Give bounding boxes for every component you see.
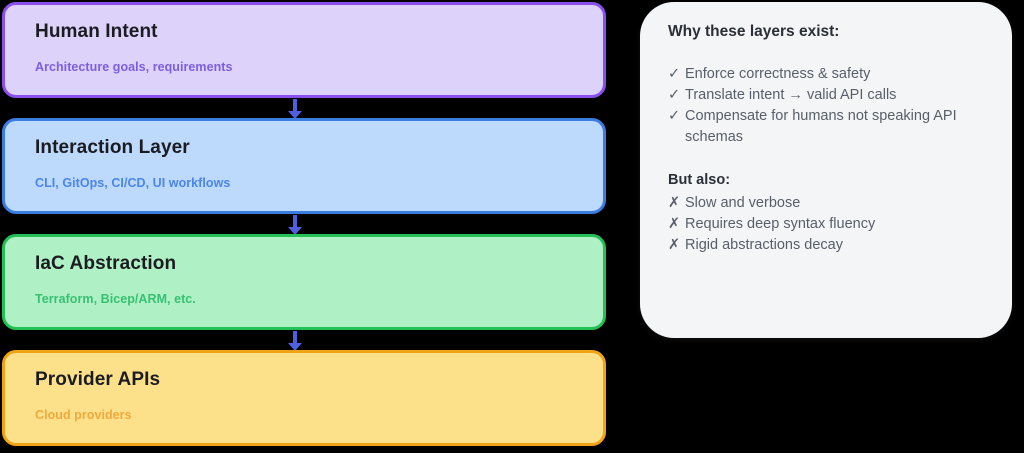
layer-card-interaction-layer[interactable]: Interaction Layer CLI, GitOps, CI/CD, UI… xyxy=(2,118,606,214)
layer-card-iac-abstraction[interactable]: IaC Abstraction Terraform, Bicep/ARM, et… xyxy=(2,234,606,330)
cross-icon: ✗ xyxy=(668,237,681,253)
layer-card-human-intent[interactable]: Human Intent Architecture goals, require… xyxy=(2,2,606,98)
list-item: ✓ Compensate for humans not speaking API… xyxy=(668,106,986,148)
layer-subtitle: CLI, GitOps, CI/CD, UI workflows xyxy=(35,176,231,190)
list-item-label: Compensate for humans not speaking API s… xyxy=(685,108,957,145)
list-item: ✗ Requires deep syntax fluency xyxy=(668,214,986,235)
connector-arrow-1 xyxy=(284,99,306,119)
layer-title: Provider APIs xyxy=(35,369,161,390)
layer-stack: Human Intent Architecture goals, require… xyxy=(2,0,610,453)
layer-card-provider-apis[interactable]: Provider APIs Cloud providers xyxy=(2,350,606,446)
check-icon: ✓ xyxy=(668,108,681,124)
list-item: ✗ Rigid abstractions decay xyxy=(668,235,986,256)
list-item-label: Rigid abstractions decay xyxy=(685,237,843,253)
arrow-down-icon xyxy=(288,331,302,351)
arrow-down-icon xyxy=(288,99,302,119)
layer-subtitle: Architecture goals, requirements xyxy=(35,60,233,74)
list-item-label: Enforce correctness & safety xyxy=(685,66,871,82)
list-item: ✗ Slow and verbose xyxy=(668,193,986,214)
connector-arrow-2 xyxy=(284,215,306,235)
cross-icon: ✗ xyxy=(668,195,681,211)
layer-title: IaC Abstraction xyxy=(35,253,177,274)
info-panel: Why these layers exist: ✓ Enforce correc… xyxy=(640,2,1012,338)
layer-subtitle: Terraform, Bicep/ARM, etc. xyxy=(35,292,196,306)
arrow-down-icon xyxy=(288,215,302,235)
list-item: ✓ Enforce correctness & safety xyxy=(668,64,986,85)
pros-list: ✓ Enforce correctness & safety ✓ Transla… xyxy=(668,64,986,148)
list-item-label: Translate intent → valid API calls xyxy=(685,87,897,103)
layer-title: Human Intent xyxy=(35,21,158,42)
info-panel-subheading: But also: xyxy=(668,172,731,188)
list-item: ✓ Translate intent → valid API calls xyxy=(668,85,986,106)
info-panel-heading: Why these layers exist: xyxy=(668,23,840,40)
connector-arrow-3 xyxy=(284,331,306,351)
list-item-label: Requires deep syntax fluency xyxy=(685,216,876,232)
check-icon: ✓ xyxy=(668,66,681,82)
list-item-label: Slow and verbose xyxy=(685,195,801,211)
layer-title: Interaction Layer xyxy=(35,137,190,158)
layer-subtitle: Cloud providers xyxy=(35,408,132,422)
check-icon: ✓ xyxy=(668,87,681,103)
cross-icon: ✗ xyxy=(668,216,681,232)
cons-list: ✗ Slow and verbose ✗ Requires deep synta… xyxy=(668,193,986,256)
